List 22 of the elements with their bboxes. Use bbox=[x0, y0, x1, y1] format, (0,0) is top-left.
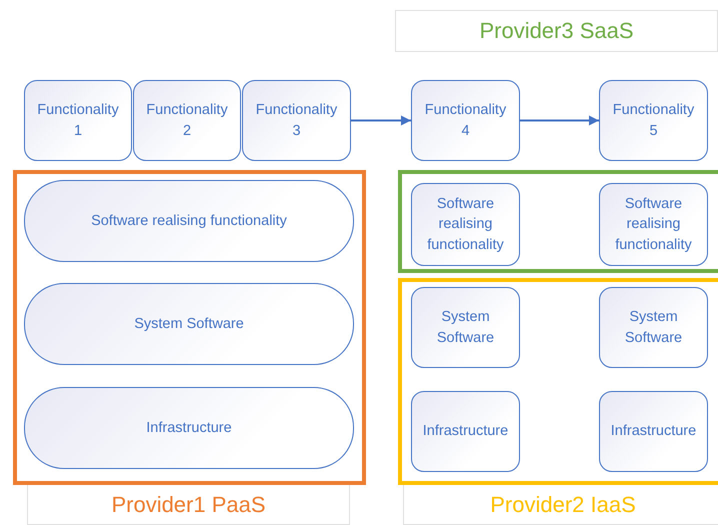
process-box: Infrastructure bbox=[599, 391, 708, 472]
provider-title: Provider1 PaaS bbox=[27, 485, 350, 525]
rounded-process-box: Software realising functionality bbox=[24, 180, 354, 262]
provider-title: Provider3 SaaS bbox=[395, 10, 718, 52]
process-box: System Software bbox=[599, 287, 708, 368]
process-box: Software realising functionality bbox=[411, 183, 520, 266]
rounded-process-box: Infrastructure bbox=[24, 387, 354, 469]
provider-frame bbox=[398, 170, 718, 273]
process-box: Functionality 5 bbox=[599, 80, 708, 161]
rounded-process-box: System Software bbox=[24, 283, 354, 365]
process-box: Functionality 4 bbox=[411, 80, 520, 161]
provider-title: Provider2 IaaS bbox=[403, 485, 718, 525]
process-box: Infrastructure bbox=[411, 391, 520, 472]
provider-frame bbox=[398, 278, 718, 485]
process-box: Functionality 2 bbox=[133, 80, 241, 161]
process-box: Functionality 3 bbox=[242, 80, 351, 161]
arrow bbox=[351, 116, 411, 126]
process-box: System Software bbox=[411, 287, 520, 368]
process-box: Functionality 1 bbox=[24, 80, 132, 161]
process-box: Software realising functionality bbox=[599, 183, 708, 266]
arrow bbox=[520, 116, 599, 126]
provider-frame bbox=[13, 170, 366, 485]
